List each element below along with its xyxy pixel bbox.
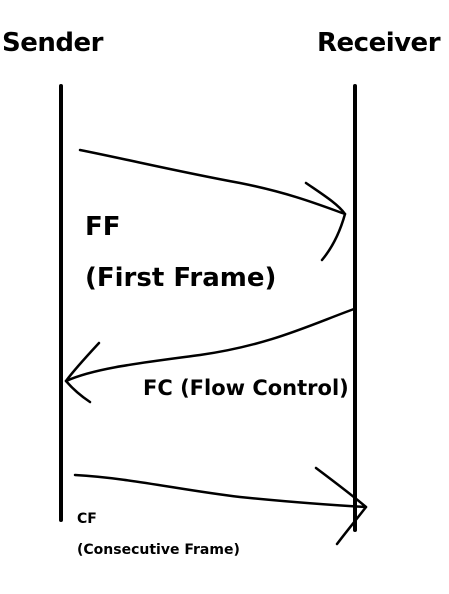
cf-arrow-shaft: [73, 473, 368, 509]
ff-arrowhead: [304, 181, 347, 262]
sender-title: Sender: [2, 28, 103, 58]
consecutive-frame-description: (Consecutive Frame): [77, 542, 240, 558]
ff-arrow-shaft: [78, 148, 347, 216]
receiver-title: Receiver: [317, 28, 441, 58]
fc-arrowhead: [64, 341, 101, 404]
flow-control-label: FC (Flow Control): [143, 376, 349, 400]
fc-arrow: [64, 307, 356, 404]
first-frame-label: FF: [85, 212, 121, 242]
fc-arrow-shaft: [64, 307, 356, 383]
consecutive-frame-label: CF: [77, 511, 97, 527]
first-frame-description: (First Frame): [85, 263, 277, 293]
ff-arrow: [78, 148, 347, 262]
cf-arrowhead: [314, 466, 368, 546]
cf-arrow: [73, 466, 368, 546]
